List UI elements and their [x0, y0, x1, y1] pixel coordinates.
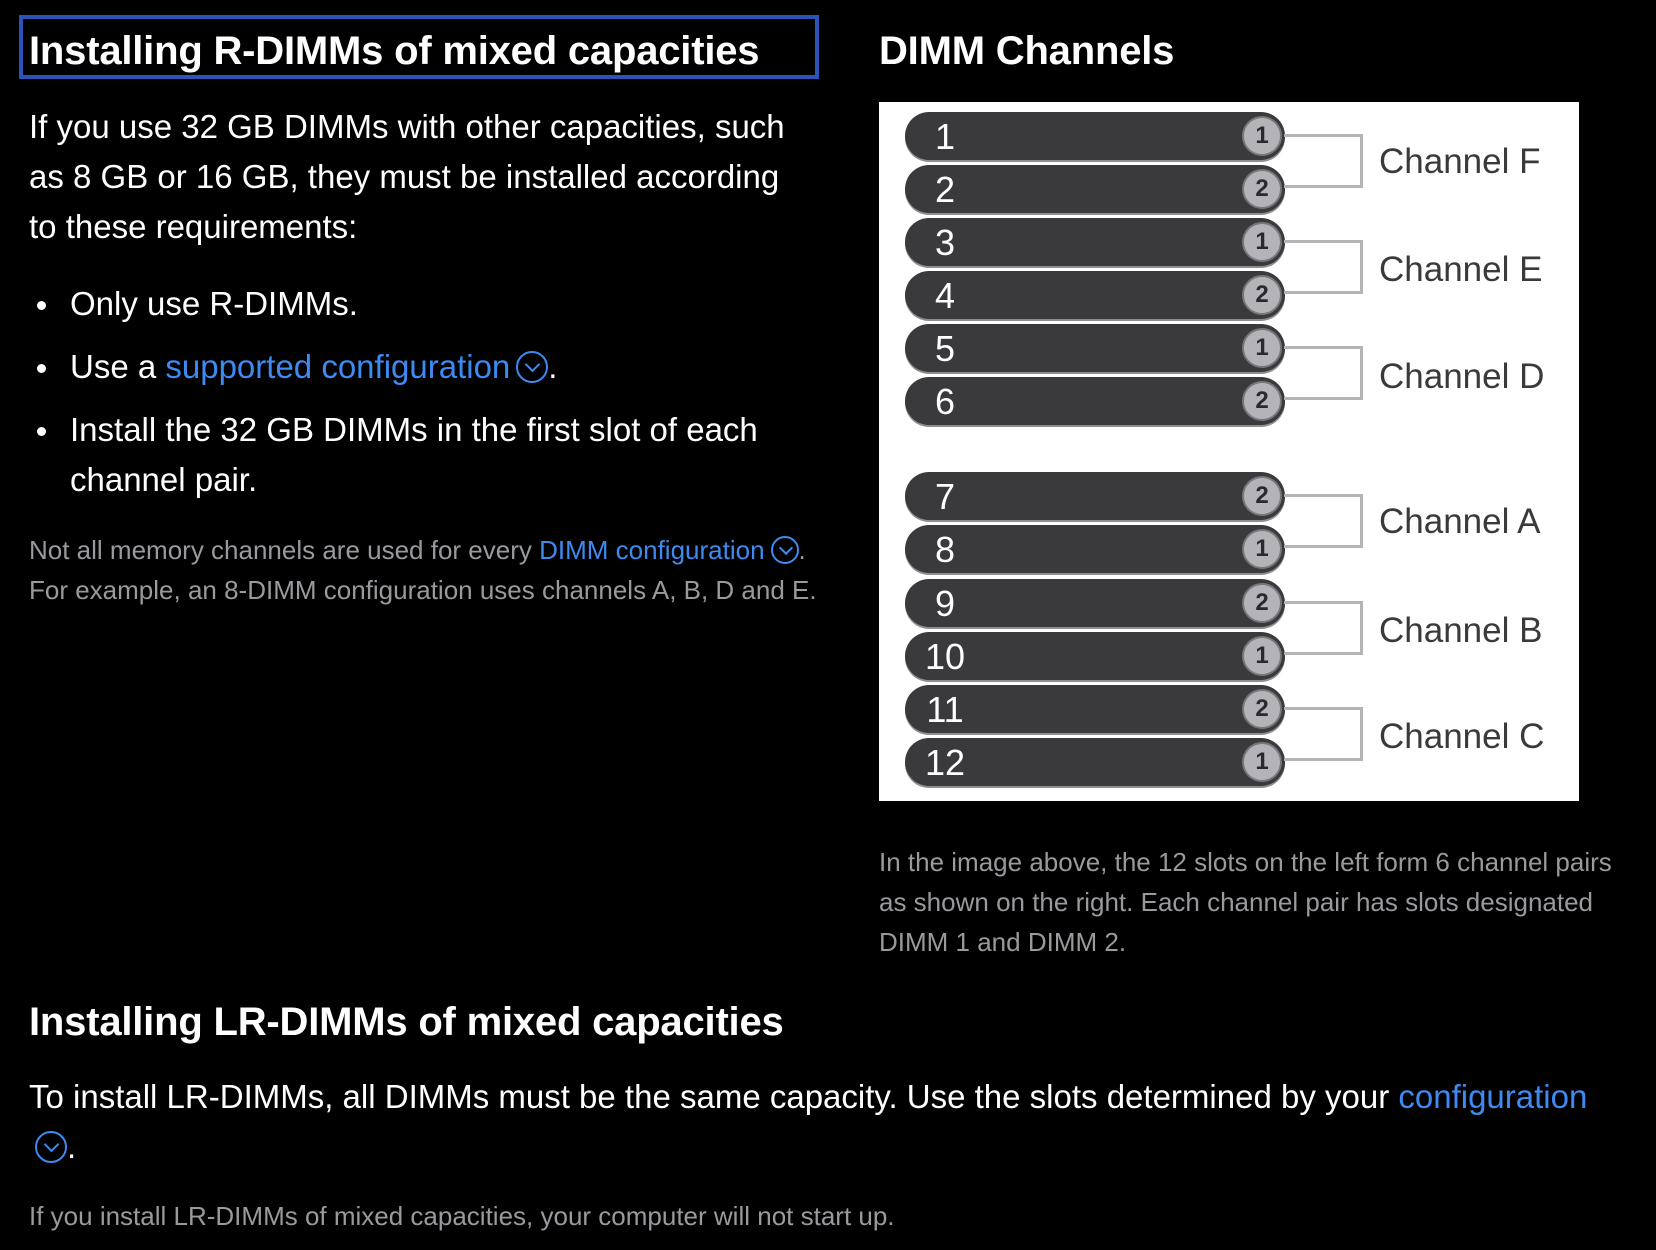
diagram-caption: In the image above, the 12 slots on the … [879, 847, 1612, 957]
link-label: DIMM configuration [539, 535, 765, 565]
list-item: Install the 32 GB DIMMs in the first slo… [29, 405, 809, 505]
body-text: To install LR-DIMMs, all DIMMs must be t… [29, 1078, 1399, 1115]
slot-number: 3 [934, 222, 956, 263]
channel-bracket [1284, 134, 1363, 188]
slot-number: 12 [924, 742, 966, 783]
punctuation: . [548, 348, 558, 385]
channel-label-d: Channel D [1379, 357, 1545, 396]
slot-position-badge: 1 [1242, 529, 1282, 569]
slot-number: 11 [926, 689, 964, 730]
rdimm-intro: If you use 32 GB DIMMs with other capaci… [29, 108, 785, 245]
channel-label-b: Channel B [1379, 611, 1543, 650]
channel-bracket [1284, 707, 1363, 761]
section-heading-lrdimm: Installing LR-DIMMs of mixed capacities [29, 1000, 784, 1044]
slot-number: 4 [934, 275, 956, 316]
slot-number: 2 [934, 169, 956, 210]
channel-bracket [1284, 601, 1363, 655]
link-label: supported configuration [165, 348, 511, 385]
slot-number: 1 [934, 116, 956, 157]
requirements-list: Only use R-DIMMs. Use a supported config… [29, 279, 809, 518]
slot-number: 7 [934, 476, 956, 517]
channel-label-f: Channel F [1379, 142, 1541, 181]
slot-position-badge: 1 [1242, 116, 1282, 156]
rdimm-note: Not all memory channels are used for eve… [29, 530, 819, 610]
requirement-text: Only use R-DIMMs. [70, 285, 358, 322]
lrdimm-note: If you install LR-DIMMs of mixed capacit… [29, 1201, 895, 1231]
dimm-slot-12: 12 1 [905, 738, 1285, 786]
channel-bracket [1284, 494, 1363, 548]
chevron-down-circle-icon [35, 1131, 67, 1163]
punctuation: . [67, 1128, 77, 1165]
chevron-down-circle-icon [770, 536, 799, 564]
slot-position-badge: 2 [1242, 583, 1282, 623]
slot-position-badge: 2 [1242, 275, 1282, 315]
list-item: Only use R-DIMMs. [29, 279, 809, 329]
slot-position-badge: 1 [1242, 636, 1282, 676]
requirement-text: Use a [70, 348, 166, 385]
slot-number: 5 [934, 328, 956, 369]
list-item: Use a supported configuration. [29, 342, 809, 392]
channel-label-a: Channel A [1379, 502, 1541, 541]
slot-number: 8 [934, 529, 956, 570]
channel-label-e: Channel E [1379, 250, 1543, 289]
dimm-slot-10: 10 1 [905, 632, 1285, 680]
slot-number: 10 [924, 636, 966, 677]
slot-position-badge: 1 [1242, 328, 1282, 368]
configuration-link[interactable]: configuration [29, 1078, 1587, 1165]
slot-position-badge: 1 [1242, 222, 1282, 262]
heading-focus-ring [19, 15, 819, 79]
channel-bracket [1284, 240, 1363, 294]
slot-number: 6 [934, 381, 956, 422]
slot-position-badge: 2 [1242, 689, 1282, 729]
lrdimm-text: To install LR-DIMMs, all DIMMs must be t… [29, 1072, 1589, 1172]
slot-position-badge: 2 [1242, 169, 1282, 209]
note-text: . For example, an 8-DIMM configuration u… [29, 535, 817, 605]
note-text: Not all memory channels are used for eve… [29, 535, 540, 565]
requirement-text: Install the 32 GB DIMMs in the first slo… [70, 411, 758, 498]
slot-position-badge: 1 [1242, 742, 1282, 782]
link-label: configuration [1398, 1078, 1588, 1115]
slot-position-badge: 2 [1242, 476, 1282, 516]
chevron-down-circle-icon [516, 351, 549, 383]
slot-number: 9 [934, 583, 956, 624]
channel-label-c: Channel C [1379, 717, 1545, 756]
supported-configuration-link[interactable]: supported configuration [165, 348, 549, 385]
channel-bracket [1284, 346, 1363, 400]
dimm-slot-11: 11 2 [905, 685, 1285, 733]
dimm-configuration-link[interactable]: DIMM configuration [539, 535, 799, 565]
slot-position-badge: 2 [1242, 381, 1282, 421]
section-heading-rdimm: Installing R-DIMMs of mixed capacities [29, 29, 760, 73]
dimm-channels-heading: DIMM Channels [879, 29, 1175, 73]
